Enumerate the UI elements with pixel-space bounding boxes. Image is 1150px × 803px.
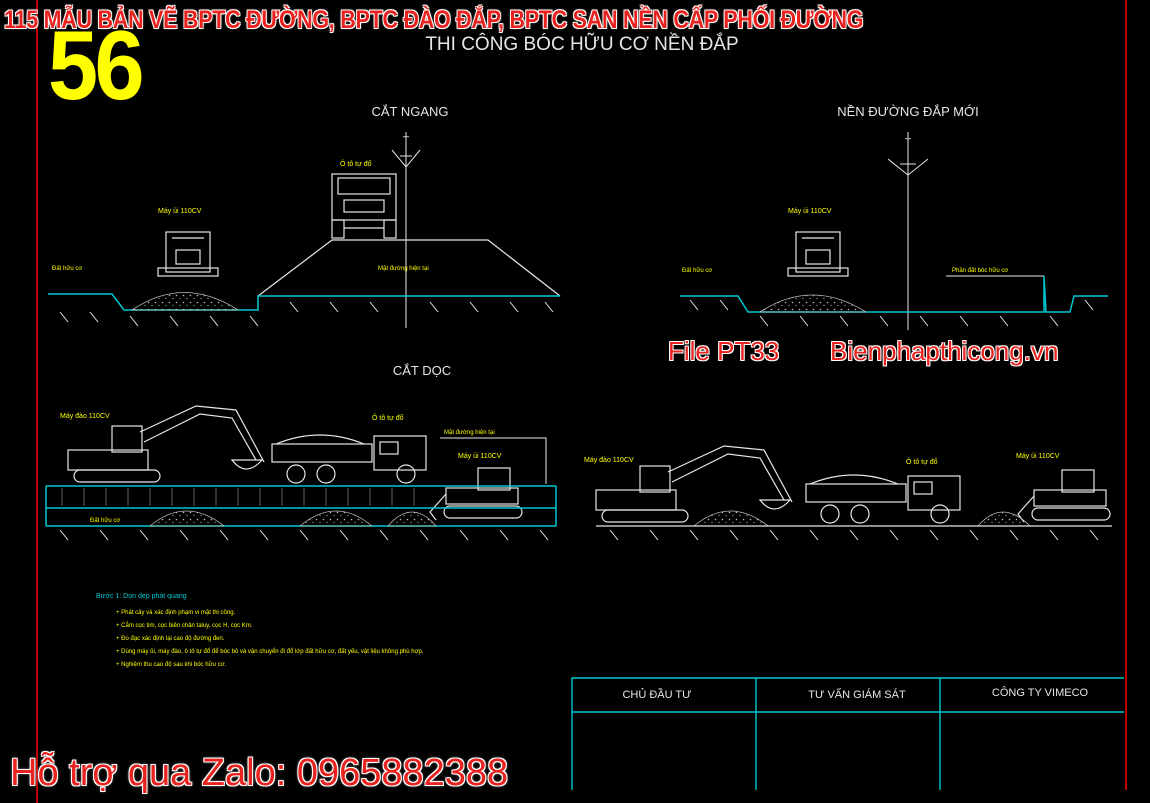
new-embankment-label: NỀN ĐƯỜNG ĐẮP MỚI xyxy=(837,104,979,119)
dump-truck-front-icon xyxy=(331,173,397,239)
soil-pile-long-5 xyxy=(977,511,1031,527)
organic-soil-pile-left xyxy=(130,292,240,311)
soil-pile-long-1 xyxy=(148,510,226,527)
embankment-profile xyxy=(257,239,561,297)
organic-soil-label-left: Đất hữu cơ xyxy=(52,266,82,272)
existing-surface-line xyxy=(440,437,547,484)
support-watermark: Hỗ trợ qua Zalo: 0965882388 xyxy=(10,752,509,794)
bulldozer-front-icon xyxy=(157,231,219,277)
existing-surface-label-long: Mặt đường hiện tại xyxy=(444,430,495,436)
soil-pile-long-3 xyxy=(387,511,437,527)
longitudinal-label: CẮT DỌC xyxy=(393,363,451,378)
excavator-icon-right xyxy=(595,445,793,523)
excavator-label-right: Máy đào 110CV xyxy=(584,457,634,464)
ground-ticks-long-left xyxy=(59,529,549,541)
note-item: + Dùng máy ủi, máy đào, ô tô tự đổ để bó… xyxy=(116,648,424,655)
dump-truck-label-left: Ô tô tự đổ xyxy=(340,159,372,168)
bulldozer-side-icon-right xyxy=(1017,469,1111,523)
note-item: + Đo đạc xác định lại cao độ đường đen. xyxy=(116,636,225,642)
cross-section-label: CẮT NGANG xyxy=(371,104,448,119)
dump-truck-side-icon-right xyxy=(805,474,961,524)
bulldozer-label-right: Máy ủi 110CV xyxy=(788,207,832,215)
road-layer-ticks xyxy=(61,488,415,506)
title-block xyxy=(571,677,1124,790)
soil-pile-long-2 xyxy=(298,510,374,527)
site-watermark: Bienphapthicong.vn xyxy=(830,336,1059,366)
watermark-banner: 115 MẪU BẢN VẼ BPTC ĐƯỜNG, BPTC ĐÀO ĐẮP,… xyxy=(4,6,864,34)
excavator-icon-left xyxy=(67,405,265,483)
title-cell-supervisor: TƯ VẤN GIÁM SÁT xyxy=(808,688,906,701)
dump-truck-label-long-left: Ô tô tự đổ xyxy=(372,413,404,422)
centerline-mark-left: ⵜ xyxy=(403,133,410,143)
existing-surface-label-left: Mặt đường hiện tại xyxy=(378,266,429,272)
bulldozer-label-left: Máy ủi 110CV xyxy=(158,207,202,215)
organic-soil-label-long: Đất hữu cơ xyxy=(90,518,120,524)
drawing-title: THI CÔNG BÓC HỮU CƠ NỀN ĐẮP xyxy=(425,33,738,55)
title-cell-company: CÔNG TY VIMECO xyxy=(992,686,1089,699)
ground-ticks-long-right xyxy=(609,529,1099,541)
notes-heading: Bước 1: Dọn dẹp phát quang xyxy=(96,593,187,600)
dump-truck-label-right: Ô tô tự đổ xyxy=(906,457,938,466)
note-item: + Phát cây và xác định phạm vi mặt thi c… xyxy=(116,610,236,616)
bulldozer-label-long-right: Máy ủi 110CV xyxy=(1016,452,1060,460)
dump-truck-side-icon-left xyxy=(271,434,427,484)
bulldozer-label-long-left: Máy ủi 110CV xyxy=(458,452,502,460)
note-item: + Cắm cọc tim, cọc biên chân taluy, cọc … xyxy=(116,622,253,629)
title-cell-owner: CHỦ ĐẦU TƯ xyxy=(622,688,691,701)
ground-line-left xyxy=(48,293,560,311)
soil-pile-long-4 xyxy=(692,510,770,527)
sheet-number: 56 xyxy=(48,10,145,120)
organic-soil-label-right: Đất hữu cơ xyxy=(682,268,712,274)
ground-ticks-right xyxy=(689,299,1094,327)
organic-soil-pile-right xyxy=(758,294,868,313)
ground-line-right xyxy=(680,275,1108,313)
bulldozer-front-icon-right xyxy=(787,231,849,277)
bulldozer-side-icon-left xyxy=(429,467,523,521)
note-item: + Nghiệm thu cao độ sau khi bóc hữu cơ. xyxy=(116,662,227,668)
centerline-right xyxy=(887,132,929,330)
organic-strip-label: Phần đất bóc hữu cơ xyxy=(952,268,1008,274)
ground-ticks-left xyxy=(59,301,554,327)
excavator-label-left: Máy đào 110CV xyxy=(60,413,110,420)
file-watermark: File PT33 xyxy=(668,336,780,366)
centerline-mark-right: ⵜ xyxy=(905,135,912,145)
